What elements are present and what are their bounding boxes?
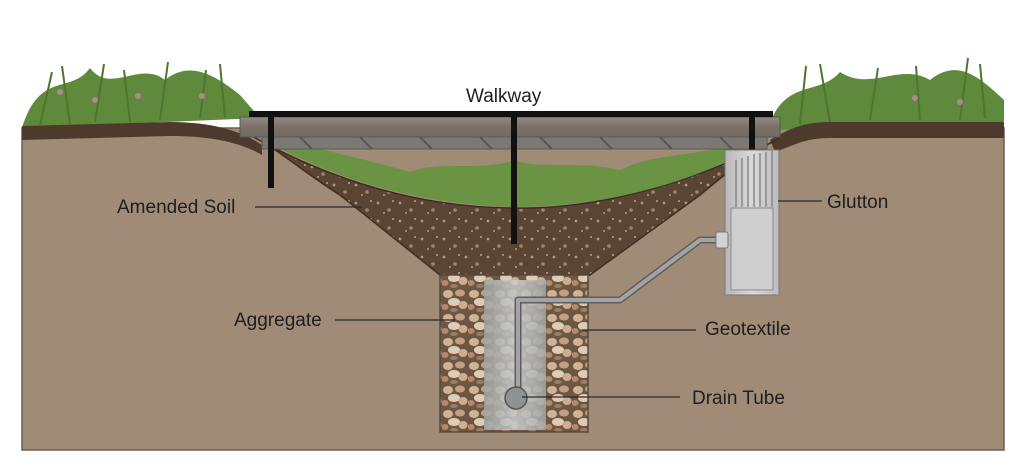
walkway-post-right <box>749 111 755 166</box>
walkway-post-center <box>511 111 517 244</box>
walkway <box>239 111 781 244</box>
glutton-inlet-coupling <box>715 231 729 249</box>
topsoil-left <box>22 122 262 155</box>
vegetation-right <box>772 57 1004 130</box>
label-aggregate: Aggregate <box>234 310 322 331</box>
vegetation-left <box>22 61 260 128</box>
walkway-deck <box>239 116 781 138</box>
walkway-post-left <box>268 111 274 188</box>
leader-lines <box>255 200 822 398</box>
label-geotextile: Geotextile <box>705 319 791 340</box>
label-amended-soil: Amended Soil <box>117 197 236 218</box>
label-glutton: Glutton <box>827 192 889 213</box>
drain-tube <box>504 386 528 410</box>
label-drain-tube: Drain Tube <box>692 388 785 409</box>
label-walkway: Walkway <box>466 86 542 107</box>
amended-soil-basin <box>249 134 781 276</box>
glutton-unit <box>715 149 780 296</box>
topsoil-right <box>770 122 1004 152</box>
